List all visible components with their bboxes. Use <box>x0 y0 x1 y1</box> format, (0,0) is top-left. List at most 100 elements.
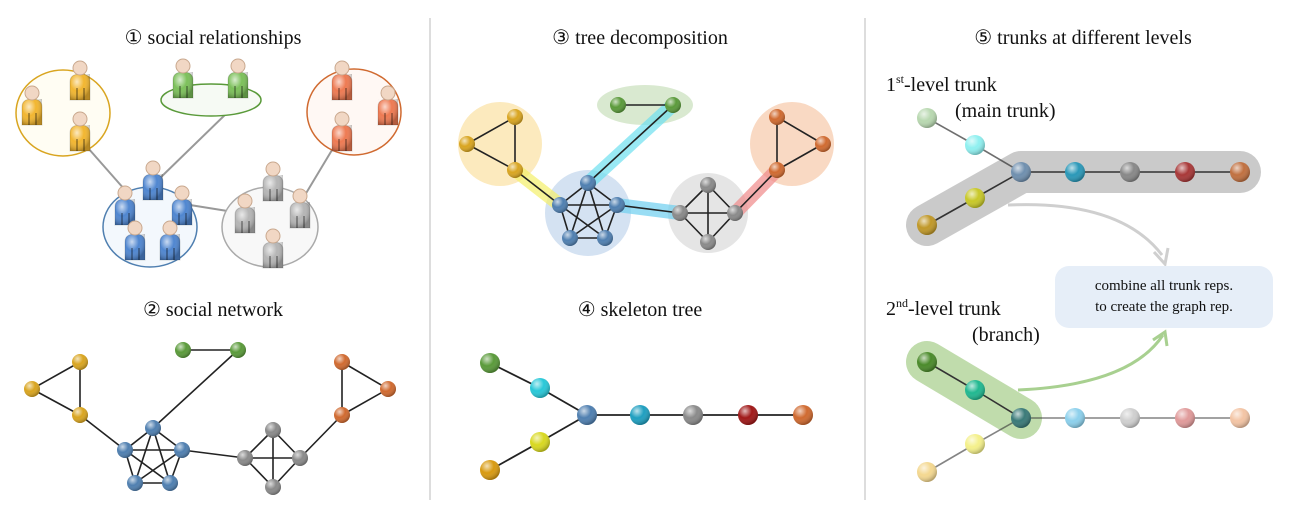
person-head <box>265 161 281 177</box>
node-shading <box>580 175 596 191</box>
edge <box>79 414 126 451</box>
second-level-text: -level trunk <box>908 298 1001 320</box>
person-icon <box>227 58 249 99</box>
branch-label: (branch) <box>972 324 1040 346</box>
person-icon <box>331 60 353 101</box>
gray-node <box>672 205 688 221</box>
node-shading <box>727 205 743 221</box>
node-shading <box>577 405 597 425</box>
tree-node <box>530 432 550 452</box>
person-head <box>175 58 191 74</box>
gray-node <box>700 234 716 250</box>
person-shading <box>378 99 398 125</box>
person-icon <box>142 160 164 201</box>
node-shading <box>769 109 785 125</box>
person-shading <box>125 234 145 260</box>
social-relationships-panel <box>15 58 402 269</box>
person-shading <box>332 74 352 100</box>
node-shading <box>265 422 281 438</box>
arrow-head-icon <box>1152 247 1170 268</box>
trunk-node <box>1065 162 1085 182</box>
gray-node <box>265 422 281 438</box>
trunk-node <box>1175 162 1195 182</box>
yellow-node <box>507 109 523 125</box>
green-node <box>175 342 191 358</box>
orange-node <box>334 407 350 423</box>
person-shading <box>290 202 310 228</box>
person-icon <box>377 85 399 126</box>
blue-node <box>127 475 143 491</box>
edge <box>299 414 343 459</box>
node-shading <box>507 109 523 125</box>
first-level-text: -level trunk <box>904 74 997 96</box>
node-shading <box>630 405 650 425</box>
node-shading <box>127 475 143 491</box>
person-icon <box>331 111 353 152</box>
branch-node <box>917 462 937 482</box>
person-head <box>174 185 190 201</box>
node-shading <box>1011 162 1031 182</box>
orange-node <box>334 354 350 370</box>
edge <box>152 349 239 429</box>
person-head <box>292 188 308 204</box>
person-shading <box>263 175 283 201</box>
second-level-trunk-label: 2nd-level trunk <box>886 296 1001 321</box>
person-head <box>230 58 246 74</box>
first-level-sup: st <box>896 72 905 86</box>
edge <box>734 169 778 214</box>
group-link <box>301 149 333 201</box>
blue-node <box>597 230 613 246</box>
person-head <box>237 193 253 209</box>
node-shading <box>609 197 625 213</box>
trunk-node <box>917 215 937 235</box>
person-icon <box>171 185 193 226</box>
edge <box>466 143 516 171</box>
node-shading <box>72 354 88 370</box>
person-shading <box>173 72 193 98</box>
arrow-head-icon <box>1152 329 1169 347</box>
node-shading <box>530 432 550 452</box>
trunk-node <box>917 108 937 128</box>
person-shading <box>263 242 283 268</box>
blue-node <box>609 197 625 213</box>
person-icon <box>262 228 284 269</box>
branch-node <box>1230 408 1250 428</box>
branch-node <box>917 352 937 372</box>
tree-node <box>577 405 597 425</box>
edge <box>31 361 81 390</box>
node-shading <box>610 97 626 113</box>
branch-arrow <box>1017 334 1165 392</box>
node-shading <box>1230 408 1250 428</box>
branch-node <box>965 434 985 454</box>
node-shading <box>1011 408 1031 428</box>
panel-title-social-network: ② social network <box>142 299 284 321</box>
green-node <box>610 97 626 113</box>
edge <box>152 427 171 484</box>
node-shading <box>793 405 813 425</box>
node-shading <box>230 342 246 358</box>
blue-node <box>552 197 568 213</box>
blue-node <box>580 175 596 191</box>
person-shading <box>228 72 248 98</box>
yellow-node <box>24 381 40 397</box>
node-shading <box>334 354 350 370</box>
branch-node <box>1120 408 1140 428</box>
second-level-sup: nd <box>896 296 908 310</box>
node-shading <box>965 380 985 400</box>
person-icon <box>21 85 43 126</box>
node-shading <box>530 378 550 398</box>
person-icon <box>159 220 181 261</box>
orange-node <box>380 381 396 397</box>
panel-title-tree-decomposition: ③ tree decomposition <box>552 27 728 49</box>
person-shading <box>70 74 90 100</box>
panel-title-social-relationships: ① social relationships <box>124 27 302 49</box>
combine-note-line1: combine all trunk reps. <box>1094 278 1234 294</box>
edge <box>569 204 618 239</box>
node-shading <box>597 230 613 246</box>
yellow-node <box>72 407 88 423</box>
trunk-node <box>965 188 985 208</box>
node-shading <box>700 234 716 250</box>
node-shading <box>175 342 191 358</box>
node-shading <box>24 381 40 397</box>
